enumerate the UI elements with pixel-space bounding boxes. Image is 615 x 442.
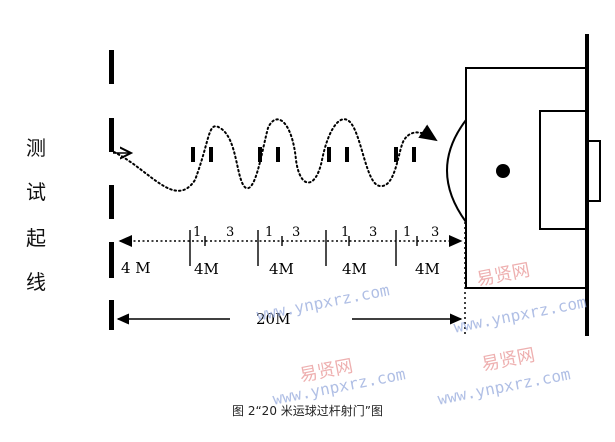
- start-line-label-char-2: 试: [26, 180, 46, 204]
- pole-pair-2: [258, 147, 280, 162]
- segment-label-1: 4M: [194, 260, 219, 278]
- first-segment-label: 4 M: [121, 259, 151, 277]
- dribble-path: [113, 118, 438, 192]
- start-line: [109, 50, 114, 330]
- pole-pair-4: [394, 147, 416, 162]
- total-distance-label: 20M: [256, 310, 290, 328]
- goal-area: [446, 67, 601, 289]
- figure-caption: 图 2“20 米运球过杆射门”图: [232, 404, 383, 418]
- pole-mark-3-right: 3: [369, 225, 377, 240]
- pole-pair-3: [327, 147, 349, 162]
- penalty-spot: [496, 164, 510, 178]
- start-line-label-char-3: 起: [26, 226, 46, 250]
- pole-mark-3-left: 1: [341, 225, 349, 240]
- pole-mark-4-right: 3: [431, 225, 439, 240]
- start-line-label-char-1: 测: [26, 136, 46, 160]
- pole-pair-1: [191, 147, 213, 162]
- pole-mark-4-left: 1: [403, 225, 411, 240]
- pole-mark-1-right: 3: [226, 225, 234, 240]
- pole-mark-1-left: 1: [193, 225, 201, 240]
- segment-ticks: [189, 230, 418, 266]
- pole-mark-2-right: 3: [292, 225, 300, 240]
- start-line-label-char-4: 线: [26, 270, 46, 294]
- segment-label-2: 4M: [269, 260, 294, 278]
- segment-label-3: 4M: [342, 260, 367, 278]
- pole-mark-2-left: 1: [265, 225, 273, 240]
- segment-label-4: 4M: [415, 260, 440, 278]
- goal-line: [585, 34, 589, 336]
